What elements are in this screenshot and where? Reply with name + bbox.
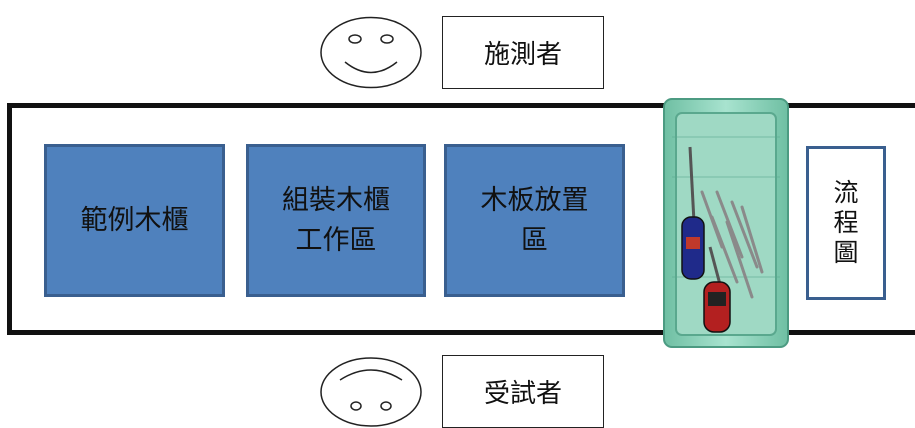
board-placement-zone: 木板放置 區	[444, 144, 625, 297]
zone-label-line: 木板放置	[480, 185, 589, 217]
flowchart-char: 圖	[833, 238, 859, 267]
zone-label-line: 工作區	[295, 224, 377, 256]
examiner-label: 施測者	[442, 16, 604, 89]
zone-label-line: 範例木櫃	[80, 204, 189, 236]
smiley-face-icon	[320, 16, 422, 89]
flowchart-char: 流	[833, 178, 859, 207]
zone-label-line: 組裝木櫃	[282, 185, 390, 217]
subject-label: 受試者	[442, 355, 604, 428]
sample-cabinet-zone: 範例木櫃	[44, 144, 225, 297]
person-top-view-icon	[320, 357, 422, 427]
zone-label-line: 區	[521, 224, 548, 256]
tool-basket-icon	[663, 98, 789, 348]
flowchart-label: 流 程 圖	[806, 146, 886, 300]
flowchart-char: 程	[833, 208, 859, 237]
assembly-work-zone: 組裝木櫃 工作區	[246, 144, 426, 297]
